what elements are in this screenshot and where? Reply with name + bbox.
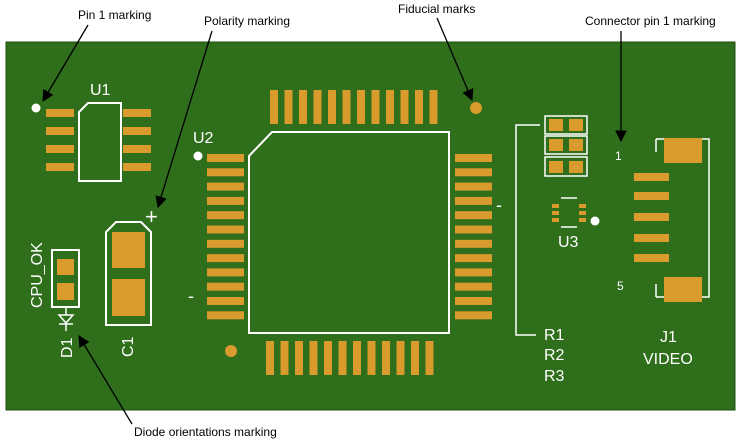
u2-pad — [207, 196, 244, 205]
c1-component: + C1 — [105, 204, 158, 357]
u2-pad — [353, 341, 361, 375]
u2-pad — [455, 297, 492, 305]
callout-polarity-marking: Polarity marking — [204, 14, 290, 28]
u2-pad — [313, 90, 322, 124]
j1-pin5-label: 5 — [617, 279, 624, 293]
u2-minus-left: - — [188, 286, 194, 306]
u2-pad — [425, 341, 434, 375]
u2-pad — [207, 297, 244, 305]
u2-pad — [207, 225, 244, 234]
resistor-network: R1 R2 R3 — [515, 115, 588, 385]
diode-symbol — [57, 307, 75, 331]
callout-connector-pin1-marking: Connector pin 1 marking — [585, 14, 716, 28]
u2-pads-top — [270, 90, 438, 124]
u2-pad — [338, 341, 347, 375]
u2-pad — [207, 282, 244, 291]
u1-label: U1 — [90, 82, 111, 99]
u2-pad — [396, 341, 405, 375]
u2-pad — [382, 341, 390, 375]
u2-pad — [207, 182, 244, 191]
u2-minus-right: - — [496, 195, 502, 215]
u2-pad — [455, 154, 492, 162]
u2-pad — [455, 196, 492, 205]
j1-connector: 1 5 J1 VIDEO — [615, 138, 710, 368]
callout-diode-orientation-marking: Diode orientations marking — [134, 425, 277, 439]
u2-pad — [455, 168, 492, 177]
u2-pad — [455, 211, 492, 220]
resistor-bracket — [515, 124, 540, 336]
r2-outline — [544, 135, 588, 155]
u2-pad — [400, 90, 409, 124]
u2-label: U2 — [193, 130, 214, 147]
r1-label: R1 — [544, 327, 565, 344]
r3-label: R3 — [544, 368, 565, 385]
u2-pad — [284, 90, 293, 124]
u2-pad — [207, 268, 244, 277]
u2-pad — [455, 311, 492, 320]
u2-outline — [248, 131, 450, 334]
j1-pin1-label: 1 — [615, 149, 622, 163]
u2-pad — [357, 90, 365, 124]
u2-pad — [207, 211, 244, 220]
fiducial-mark-bottom — [225, 345, 237, 357]
u2-pad — [342, 90, 351, 124]
u2-pad — [324, 341, 332, 375]
u2-pin1-dot — [193, 151, 203, 161]
u2-pad — [207, 311, 244, 320]
r3-outline — [544, 156, 588, 177]
video-label: VIDEO — [643, 351, 693, 368]
u2-pads-bottom — [266, 341, 434, 375]
u1-pin1-dot — [31, 103, 41, 113]
j1-label: J1 — [660, 329, 677, 346]
cpu-ok-label: CPU_OK — [29, 242, 46, 308]
arrow-fiducial — [436, 17, 474, 102]
u2-pad — [280, 341, 289, 375]
arrow-pin1 — [42, 24, 89, 103]
u2-pad — [295, 341, 303, 375]
u2-pad — [207, 168, 244, 177]
u2-pad — [411, 341, 419, 375]
u2-pad — [270, 90, 278, 124]
u2-pad — [371, 90, 380, 124]
d1-component: CPU_OK D1 — [29, 242, 80, 358]
arrow-diode — [78, 334, 133, 425]
u2-pad — [207, 239, 244, 248]
r2-label: R2 — [544, 347, 565, 364]
r1-outline — [544, 115, 588, 135]
u2-pad — [299, 90, 307, 124]
u1-outline — [78, 102, 122, 182]
u2-pad — [266, 341, 274, 375]
c1-outline — [105, 221, 152, 326]
u2-component: U2 - - — [188, 90, 502, 375]
u2-pad — [207, 254, 244, 263]
u2-pad — [367, 341, 376, 375]
fiducial-mark-top — [470, 102, 482, 114]
u2-pad — [455, 239, 492, 248]
callout-pin1-marking: Pin 1 marking — [78, 8, 151, 22]
u2-pad — [207, 154, 244, 162]
u2-pad — [309, 341, 318, 375]
c1-label: C1 — [120, 336, 137, 357]
u2-pad — [328, 90, 336, 124]
arrow-polarity — [155, 30, 213, 209]
u3-pin1-dot — [590, 216, 600, 226]
u2-pad — [386, 90, 394, 124]
u2-pad — [429, 90, 438, 124]
u3-component: U3 — [552, 197, 600, 251]
u3-label: U3 — [558, 234, 579, 251]
u2-pad — [455, 268, 492, 277]
u2-pad — [415, 90, 423, 124]
callout-fiducial-marks: Fiducial marks — [398, 2, 475, 16]
u2-pad — [455, 225, 492, 234]
u2-pad — [455, 254, 492, 263]
u2-pads-left — [207, 154, 244, 320]
c1-plus-mark: + — [145, 204, 158, 229]
d1-label: D1 — [59, 337, 76, 358]
u1-component: U1 — [31, 82, 151, 182]
u2-pad — [455, 282, 492, 291]
u2-pads-right — [455, 154, 492, 320]
u2-pad — [455, 182, 492, 191]
